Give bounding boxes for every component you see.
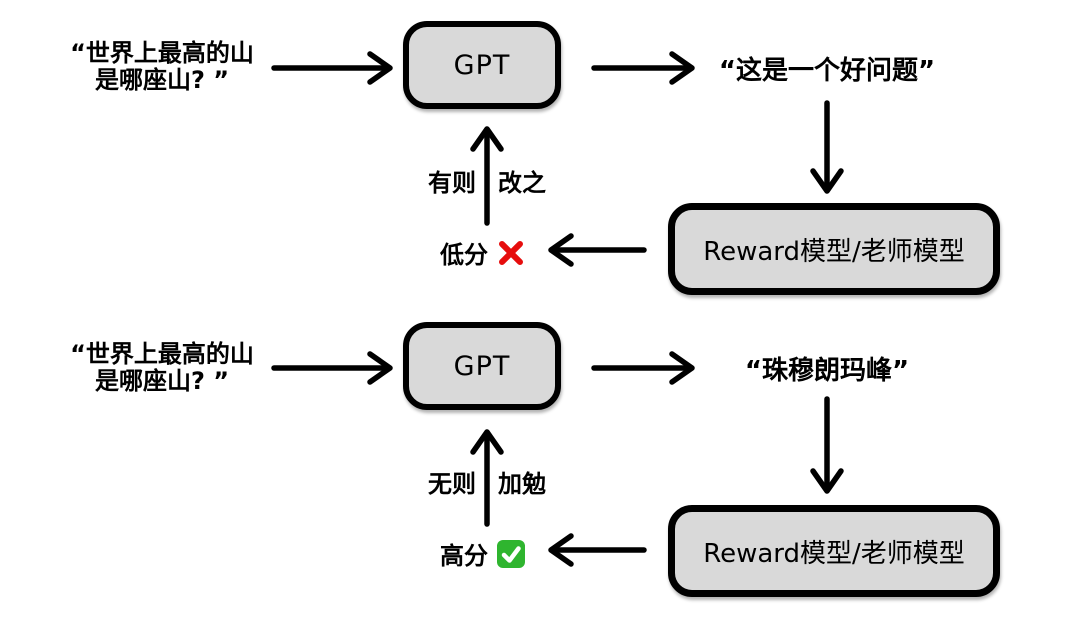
prompt-line-1: “世界上最高的山 [70, 39, 254, 67]
prompt-line-2: 是哪座山? ” [94, 66, 230, 94]
prompt-text-1: “世界上最高的山 是哪座山? ” [40, 40, 284, 94]
score-label-high: 高分 [440, 542, 488, 570]
arrow-prompt-to-gpt-2 [271, 351, 393, 385]
prompt-line-1: “世界上最高的山 [70, 340, 254, 368]
score-row-2: 高分 [440, 536, 526, 571]
arrow-reward-to-score-1 [548, 233, 647, 267]
reward-model-label: Reward模型/老师模型 [703, 236, 965, 267]
arrow-output-to-reward-2 [810, 396, 844, 494]
prompt-line-2: 是哪座山? ” [94, 367, 230, 395]
gpt-box-2: GPT [403, 322, 561, 410]
reward-model-label: Reward模型/老师模型 [703, 538, 965, 569]
arrow-gpt-to-output-2 [591, 351, 695, 385]
arrow-score-to-gpt-1 [470, 126, 504, 226]
cross-mark-icon [499, 240, 523, 265]
arrow-score-to-gpt-2 [470, 429, 504, 527]
gpt-box-1: GPT [403, 21, 561, 109]
arrow-output-to-reward-1 [810, 100, 844, 194]
gpt-label: GPT [453, 49, 511, 81]
arrow-reward-to-score-2 [548, 533, 647, 567]
score-row-1: 低分 [440, 235, 526, 270]
reward-model-box-2: Reward模型/老师模型 [668, 505, 1000, 597]
arrow-gpt-to-output-1 [591, 51, 695, 85]
prompt-text-2: “世界上最高的山 是哪座山? ” [40, 341, 284, 395]
gpt-label: GPT [453, 350, 511, 382]
feedback-label-right-2: 加勉 [498, 470, 546, 498]
arrow-prompt-to-gpt-1 [271, 51, 393, 85]
check-mark-icon [497, 539, 525, 568]
feedback-label-left-1: 有则 [428, 169, 476, 197]
score-label-low: 低分 [440, 241, 488, 269]
feedback-label-right-1: 改之 [498, 169, 546, 197]
output-text-1: “这是一个好问题” [718, 56, 936, 86]
reward-model-box-1: Reward模型/老师模型 [668, 203, 1000, 295]
feedback-label-left-2: 无则 [428, 470, 476, 498]
output-text-2: “珠穆朗玛峰” [744, 356, 910, 386]
